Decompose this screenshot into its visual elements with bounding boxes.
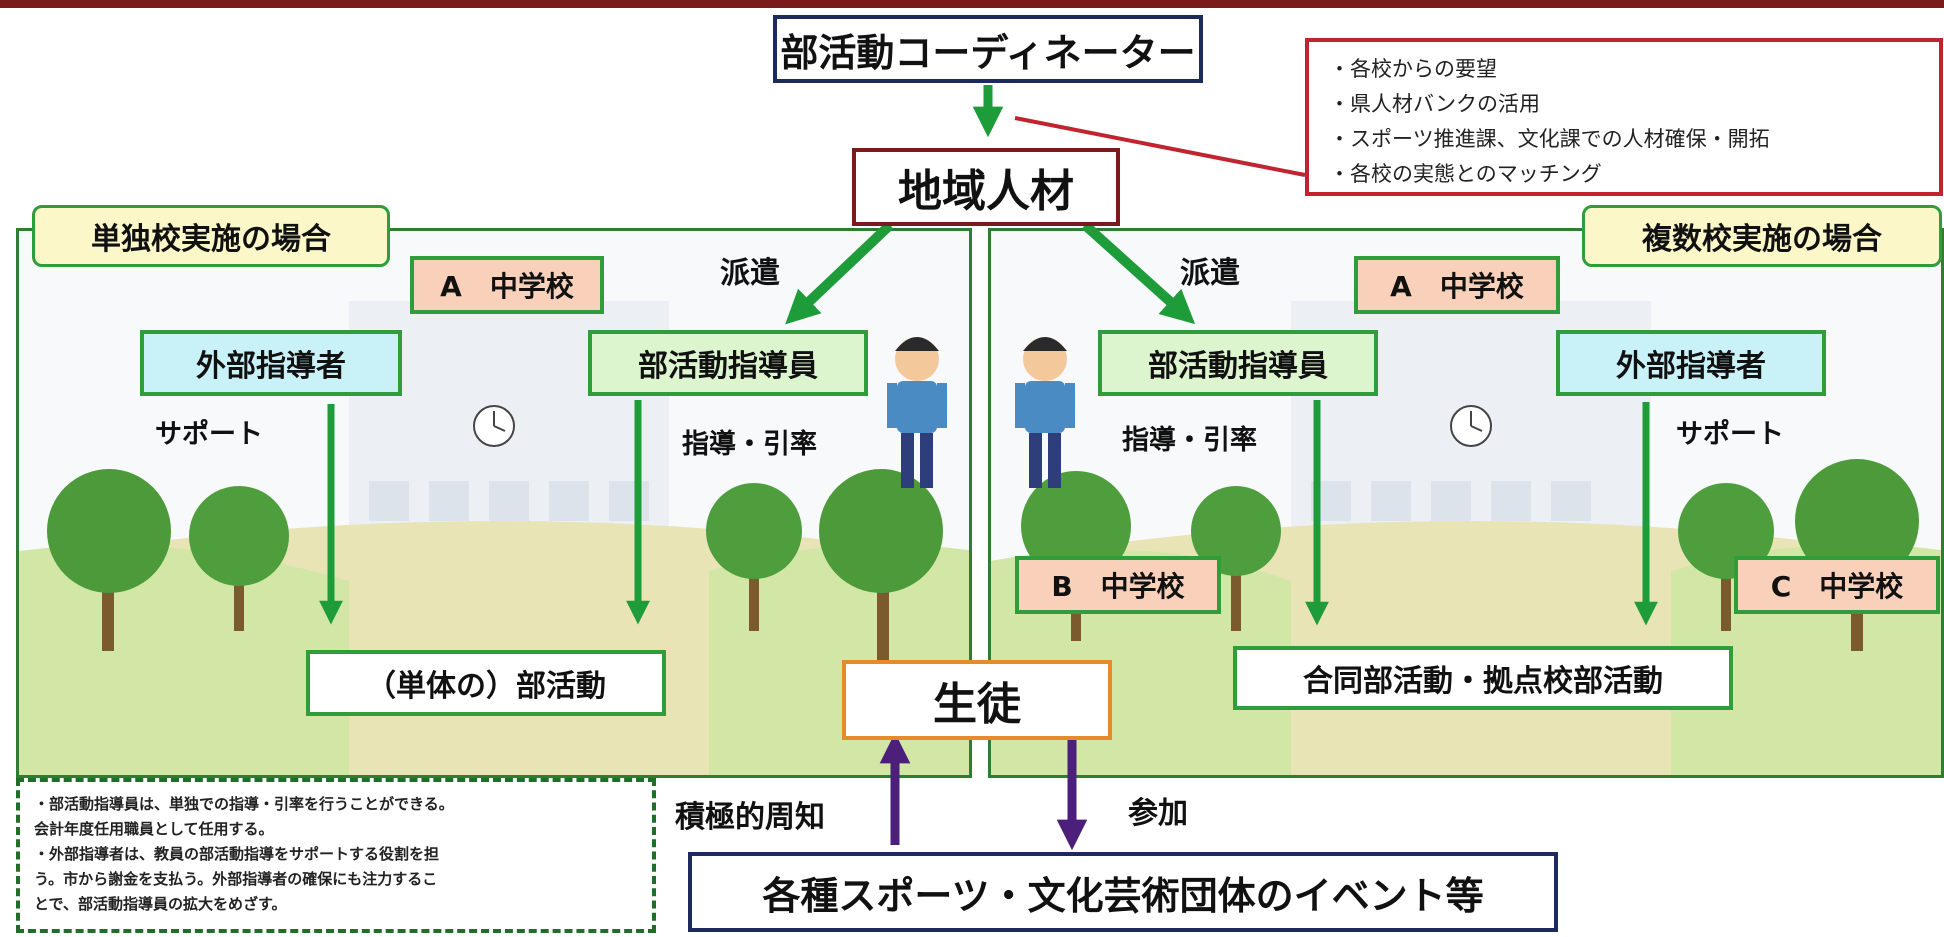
arrow-talent-to-left-instructor [785,221,894,325]
left-guidance-label: 指導・引率 [682,429,817,460]
left-club-instructor-label: 部活動指導員 [638,349,818,384]
right-support-label: サポート [1676,419,1784,450]
multi-school-title-label: 複数校実施の場合 [1642,222,1882,257]
right-joint-activity-label: 合同部活動・拠点校部活動 [1303,664,1663,699]
events-box: 各種スポーツ・文化芸術団体のイベント等 [688,852,1558,932]
right-joint-activity: 合同部活動・拠点校部活動 [1233,646,1733,710]
students-box: 生徒 [842,660,1112,740]
multi-school-panel [988,228,1944,778]
note-line: とで、部活動指導員の拡大をめざす。 [34,895,287,913]
right-school-a-label: A 中学校 [1390,270,1524,303]
single-school-title: 単独校実施の場合 [32,205,390,267]
left-external-coach-label: 外部指導者 [196,349,346,384]
task-item: ・各校の実態とのマッチング [1329,162,1602,186]
right-external-coach: 外部指導者 [1556,330,1826,396]
arrow-talent-to-right-instructor [1081,221,1196,325]
coordinator-box: 部活動コーディネーター [773,15,1203,83]
right-school-c: C 中学校 [1734,556,1940,614]
note-line: う。市から謝金を支払う。外部指導者の確保にも注力するこ [34,870,438,888]
right-club-instructor-label: 部活動指導員 [1148,349,1328,384]
explanatory-note: ・部活動指導員は、単独での指導・引率を行うことができる。 会計年度任用職員として… [16,778,656,933]
left-club-activity: （単体の）部活動 [306,650,666,716]
coordinator-tasks-box: ・各校からの要望 ・県人材バンクの活用 ・スポーツ推進課、文化課での人材確保・開… [1305,38,1943,196]
right-school-a: A 中学校 [1354,256,1560,314]
single-school-title-label: 単独校実施の場合 [91,222,331,257]
left-support-label: サポート [155,419,263,450]
coordinator-label: 部活動コーディネーター [780,30,1196,75]
top-border-bar [0,0,1944,8]
participation-label: 参加 [1128,796,1188,831]
right-guidance-label: 指導・引率 [1122,425,1257,456]
local-talent-box: 地域人材 [852,148,1120,226]
left-school-a-label: A 中学校 [440,270,574,303]
note-line: ・部活動指導員は、単独での指導・引率を行うことができる。 [34,795,454,813]
promotion-label: 積極的周知 [675,800,825,835]
note-line: ・外部指導者は、教員の部活動指導をサポートする役割を担 [34,845,440,863]
task-item: ・県人材バンクの活用 [1329,92,1541,116]
instructor-person-right [1015,337,1075,488]
right-club-instructor: 部活動指導員 [1098,330,1378,396]
single-school-background [19,301,969,775]
left-school-a: A 中学校 [410,256,604,314]
note-line: 会計年度任用職員として任用する。 [34,820,274,838]
right-school-c-label: C 中学校 [1770,570,1904,603]
multi-school-title: 複数校実施の場合 [1582,205,1942,267]
left-external-coach: 外部指導者 [140,330,402,396]
students-label: 生徒 [933,679,1021,730]
task-item: ・スポーツ推進課、文化課での人材確保・開拓 [1329,127,1770,151]
local-talent-label: 地域人材 [898,166,1074,217]
right-dispatch-label: 派遣 [1180,256,1240,291]
task-item: ・各校からの要望 [1329,57,1497,81]
left-club-instructor: 部活動指導員 [588,330,868,396]
left-club-activity-label: （単体の）部活動 [366,669,606,704]
right-school-b-label: B 中学校 [1051,570,1185,603]
instructor-person-left [887,337,947,488]
right-school-b: B 中学校 [1015,556,1221,614]
right-external-coach-label: 外部指導者 [1616,349,1766,384]
left-dispatch-label: 派遣 [720,256,780,291]
connector-coordinator-tasks [1014,116,1306,177]
events-label: 各種スポーツ・文化芸術団体のイベント等 [762,873,1484,918]
